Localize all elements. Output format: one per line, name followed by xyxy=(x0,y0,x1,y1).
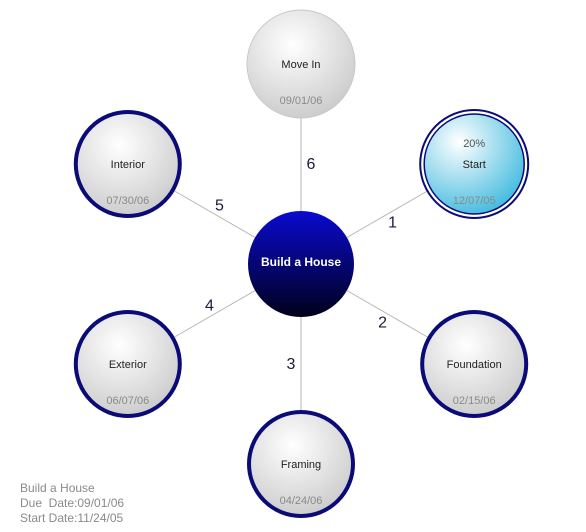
node-label: Framing xyxy=(281,459,321,471)
node-move-in[interactable]: Move In 09/01/06 xyxy=(246,9,356,119)
node-date: 02/15/06 xyxy=(453,395,496,407)
step-number-3: 3 xyxy=(287,356,296,373)
step-number-6: 6 xyxy=(307,156,316,173)
node-date: 06/07/06 xyxy=(106,395,149,407)
node-label: Foundation xyxy=(447,359,502,371)
node-circle[interactable] xyxy=(73,110,182,218)
center-node-circle[interactable] xyxy=(248,211,354,317)
step-number-1: 1 xyxy=(388,215,397,232)
project-info: Build a House Due Date:09/01/06 Start Da… xyxy=(20,481,124,526)
node-label: Start xyxy=(463,159,486,171)
connector-interior xyxy=(174,190,256,238)
node-circle[interactable] xyxy=(247,410,355,518)
center-node[interactable]: Build a House xyxy=(248,211,354,317)
node-label: Exterior xyxy=(109,359,147,371)
node-start[interactable]: 20% Start 12/07/05 xyxy=(419,109,530,219)
info-due-date: Due Date:09/01/06 xyxy=(20,496,125,510)
node-date: 09/01/06 xyxy=(280,95,323,107)
center-node-title: Build a House xyxy=(261,255,341,269)
node-circle[interactable] xyxy=(73,310,182,418)
node-circle[interactable] xyxy=(246,9,356,119)
info-title: Build a House xyxy=(20,481,95,495)
node-framing[interactable]: Framing 04/24/06 xyxy=(247,410,355,518)
node-circle[interactable] xyxy=(423,113,525,215)
node-exterior[interactable]: Exterior 06/07/06 xyxy=(73,310,182,418)
step-number-5: 5 xyxy=(215,197,224,214)
node-circle[interactable] xyxy=(420,310,529,418)
step-number-4: 4 xyxy=(205,297,214,314)
node-date: 04/24/06 xyxy=(280,495,323,507)
node-date: 07/30/06 xyxy=(106,195,149,207)
connector-exterior xyxy=(174,290,256,338)
node-foundation[interactable]: Foundation 02/15/06 xyxy=(420,310,529,418)
step-number-2: 2 xyxy=(378,315,387,332)
node-label: Move In xyxy=(281,59,320,71)
node-interior[interactable]: Interior 07/30/06 xyxy=(73,110,182,218)
node-percent: 20% xyxy=(463,138,485,150)
node-label: Interior xyxy=(111,159,146,171)
connector-start xyxy=(346,190,428,238)
node-date: 12/07/05 xyxy=(453,195,496,207)
connector-foundation xyxy=(346,290,428,338)
info-start-date: Start Date:11/24/05 xyxy=(20,511,124,525)
